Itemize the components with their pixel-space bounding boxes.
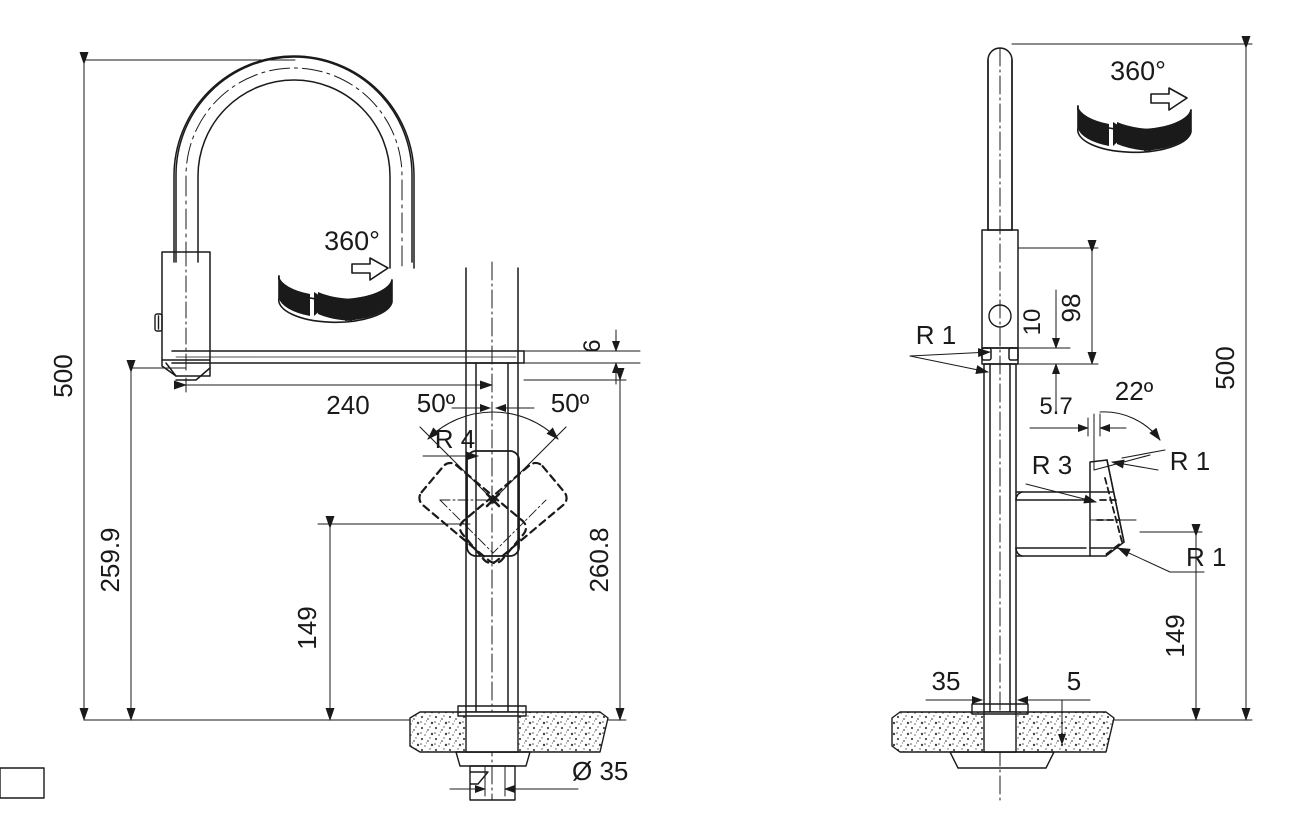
dim-front-body-height	[523, 368, 627, 721]
side-lever-handle	[1089, 459, 1141, 557]
gooseneck-centerline	[185, 67, 403, 269]
note-label-front-360: 360°	[324, 226, 380, 256]
dim-side-collar-height	[1017, 289, 1071, 413]
dim-label-side-5: 5	[1067, 666, 1081, 696]
dim-label-side-R1-lever-bottom: R 1	[1186, 542, 1226, 572]
dim-front-spout-thickness	[523, 329, 641, 385]
dim-label-side-500: 500	[1210, 346, 1240, 389]
dim-label-side-R1-lever-top: R 1	[1170, 446, 1210, 476]
lever-pivot-construction	[439, 499, 547, 554]
spout-horizontal-bar	[171, 350, 525, 364]
swivel-icon-side	[1076, 87, 1192, 154]
dim-side-lever-offset	[1029, 413, 1127, 471]
spray-head-button	[154, 313, 163, 332]
dim-label-front-260-8: 260.8	[584, 527, 614, 592]
lever-handle-rotated-right	[458, 461, 568, 565]
front-elevation-view: 500 259.9 149 260.8 240	[48, 52, 641, 801]
dim-label-front-R4: R 4	[435, 424, 475, 454]
dim-label-side-35: 35	[932, 666, 961, 696]
note-label-side-360: 360°	[1110, 56, 1166, 86]
dim-label-front-259-9: 259.9	[95, 527, 125, 592]
dim-front-swing-right	[492, 411, 567, 501]
side-spray-wand	[987, 47, 1013, 231]
dim-front-swing-left	[419, 411, 494, 501]
dim-side-handle-clearance	[1113, 524, 1203, 721]
dim-front-spout-reach	[174, 377, 493, 393]
dim-label-side-149: 149	[1160, 614, 1190, 657]
countertop-side	[891, 711, 1115, 753]
dim-front-handle-clearance	[317, 516, 471, 721]
lever-handle-center	[466, 450, 520, 557]
dim-front-angle-ticks	[451, 381, 535, 412]
dim-label-front-diameter-35: Ø 35	[572, 756, 628, 786]
dim-side-lever-radius-top	[1111, 459, 1159, 471]
side-elevation-view: 500 98 10 R 1 5.7	[0, 36, 1253, 801]
lever-handle-rotated-left	[418, 461, 528, 565]
dim-label-side-98: 98	[1056, 294, 1086, 323]
mounting-hardware-side	[0, 703, 1055, 799]
dim-label-front-149: 149	[292, 606, 322, 649]
dim-side-collar-radius	[909, 348, 991, 374]
dim-front-spout-height	[126, 360, 187, 721]
dim-side-body-radius	[1025, 483, 1097, 504]
dim-label-front-500: 500	[48, 354, 78, 397]
dim-label-side-10: 10	[1019, 309, 1046, 336]
dim-side-deck-plate-thickness	[1025, 699, 1091, 745]
dim-label-front-240: 240	[326, 390, 369, 420]
dim-label-side-22: 22º	[1115, 376, 1154, 406]
dim-label-side-R3: R 3	[1032, 450, 1072, 480]
mounting-hardware-front	[455, 705, 531, 801]
dim-label-front-50-right: 50º	[551, 388, 590, 418]
dim-label-front-6: 6	[579, 339, 606, 352]
dim-label-side-R1-collar: R 1	[916, 320, 956, 350]
dim-label-side-5-7: 5.7	[1039, 393, 1072, 420]
countertop-front	[409, 711, 609, 753]
side-body-bracket	[1015, 491, 1091, 557]
dim-front-hole-diameter	[449, 765, 579, 797]
gooseneck-spout-outline	[173, 55, 415, 269]
swivel-icon-front	[277, 257, 393, 324]
dim-label-front-50-left: 50º	[417, 388, 456, 418]
